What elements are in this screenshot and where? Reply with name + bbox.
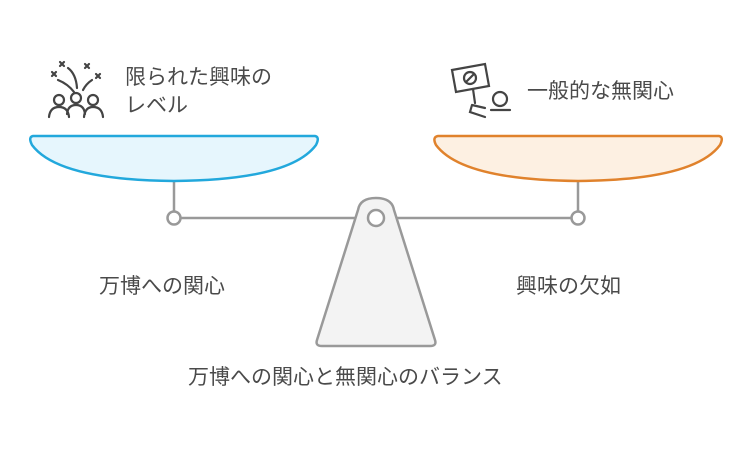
- caption: 万博への関心と無関心のバランス: [188, 365, 503, 389]
- right-pan-title: 一般的な無関心: [527, 79, 674, 103]
- left-label: 万博への関心: [99, 274, 225, 298]
- left-pan-title-line1: 限られた興味の: [125, 65, 272, 89]
- right-pan: [433, 134, 723, 183]
- beam: [166, 180, 586, 226]
- fulcrum: [315, 196, 437, 348]
- protest-sign-icon: [450, 62, 512, 119]
- left-pan: [29, 134, 319, 183]
- right-label: 興味の欠如: [516, 274, 621, 298]
- pivot: [366, 208, 386, 228]
- audience-icon: [47, 60, 105, 119]
- left-pan-title-line2: レベル: [125, 93, 188, 117]
